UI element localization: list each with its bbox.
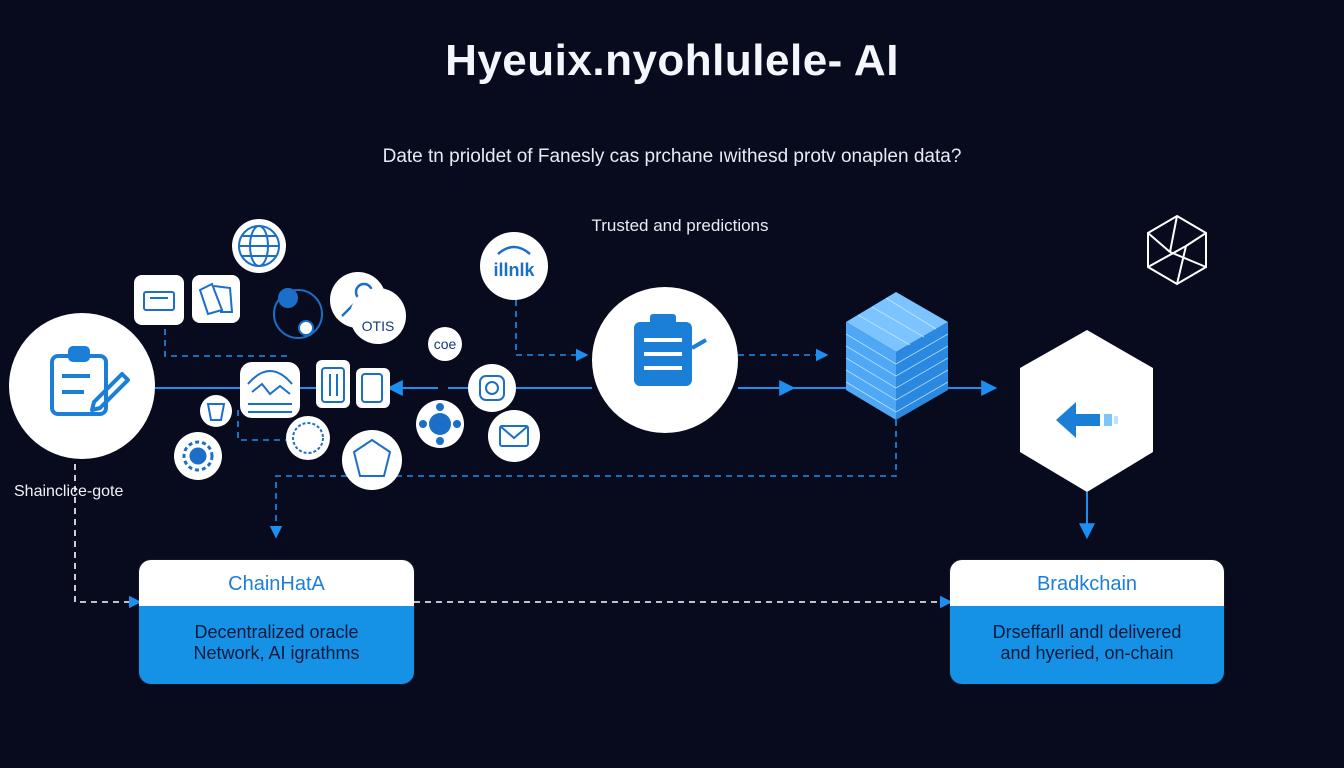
gear-icon: [182, 440, 214, 472]
microchip-icon: [479, 375, 505, 401]
hexagon-cube-icon: [1147, 214, 1207, 286]
coe-node: [428, 327, 462, 361]
shopping-bag-tile: [192, 275, 240, 323]
page-title: Hyeuix.nyohlulele- AI: [445, 36, 899, 85]
clipboard-edit-icon: [50, 346, 130, 416]
icon-cluster: [134, 219, 548, 490]
dash-link-to-doc: [515, 300, 589, 362]
dash-top-left: [164, 296, 292, 357]
cup-icon: [206, 403, 226, 421]
dashed-lines: [164, 296, 897, 539]
link-node: [480, 232, 548, 300]
hexagon-node[interactable]: [1020, 330, 1153, 492]
chainhata-line-1: Decentralized oracle: [194, 622, 359, 642]
router-icon: [247, 370, 293, 413]
side-label: Shainclice-gote: [14, 483, 124, 500]
chainhata-card-body: Decentralized oracle Network, AI igrathm…: [139, 606, 414, 684]
bradkchain-card[interactable]: Bradkchain Drseffarll andl delivered and…: [950, 560, 1224, 684]
link-arc-icon: [497, 245, 531, 255]
gem-node: [342, 430, 402, 490]
bradkchain-card-title: Bradkchain: [950, 560, 1224, 606]
trusted-caption: Trusted and predictions: [591, 216, 769, 235]
virus-icon: [419, 403, 461, 445]
page-subtitle: Date tn prioldet of Fanesly cas prchane …: [382, 146, 962, 167]
coe-badge-text: coe: [433, 336, 457, 352]
bradkchain-line-1: Drseffarll andl delivered: [992, 622, 1182, 642]
battery-icon: [321, 367, 345, 403]
mesh-icon: [292, 422, 324, 454]
network-satellite-icon: [273, 288, 323, 339]
shopping-bag-icon: [198, 282, 234, 316]
connector-lines: [155, 380, 1095, 540]
chainhata-card-title: ChainHatA: [139, 560, 414, 606]
mail-node: [488, 410, 540, 462]
blockchain-cube-icon: [845, 292, 949, 420]
document-node[interactable]: [592, 287, 738, 433]
microchip-node: [468, 364, 516, 412]
dash-hub-to-left-card: [74, 464, 142, 609]
bradkchain-line-2: and hyeried, on-chain: [1000, 643, 1174, 663]
bradkchain-card-body: Drseffarll andl delivered and hyeried, o…: [950, 606, 1224, 684]
left-arrow-icon: [1056, 402, 1118, 438]
toolbox-tile: [134, 275, 184, 325]
mail-icon: [499, 425, 529, 447]
toolbox-icon: [143, 291, 175, 311]
otis-badge-text: OTIS: [361, 318, 395, 334]
cup-node: [200, 395, 232, 427]
white-dashed-lines: [74, 464, 953, 609]
device-icon: [361, 373, 383, 403]
globe-icon: [238, 225, 280, 267]
clipboard-hub[interactable]: [9, 313, 155, 459]
document-list-icon: [634, 314, 707, 386]
dash-cube-to-left-card: [269, 420, 897, 539]
chainhata-card[interactable]: ChainHatA Decentralized oracle Network, …: [139, 560, 414, 684]
gem-icon: [352, 438, 392, 477]
link-badge-text: illnlk: [493, 260, 535, 280]
otis-node: [350, 288, 406, 344]
dash-router-under: [237, 410, 310, 441]
chainhata-line-2: Network, AI igrathms: [193, 643, 360, 663]
battery-tile: [316, 360, 350, 408]
